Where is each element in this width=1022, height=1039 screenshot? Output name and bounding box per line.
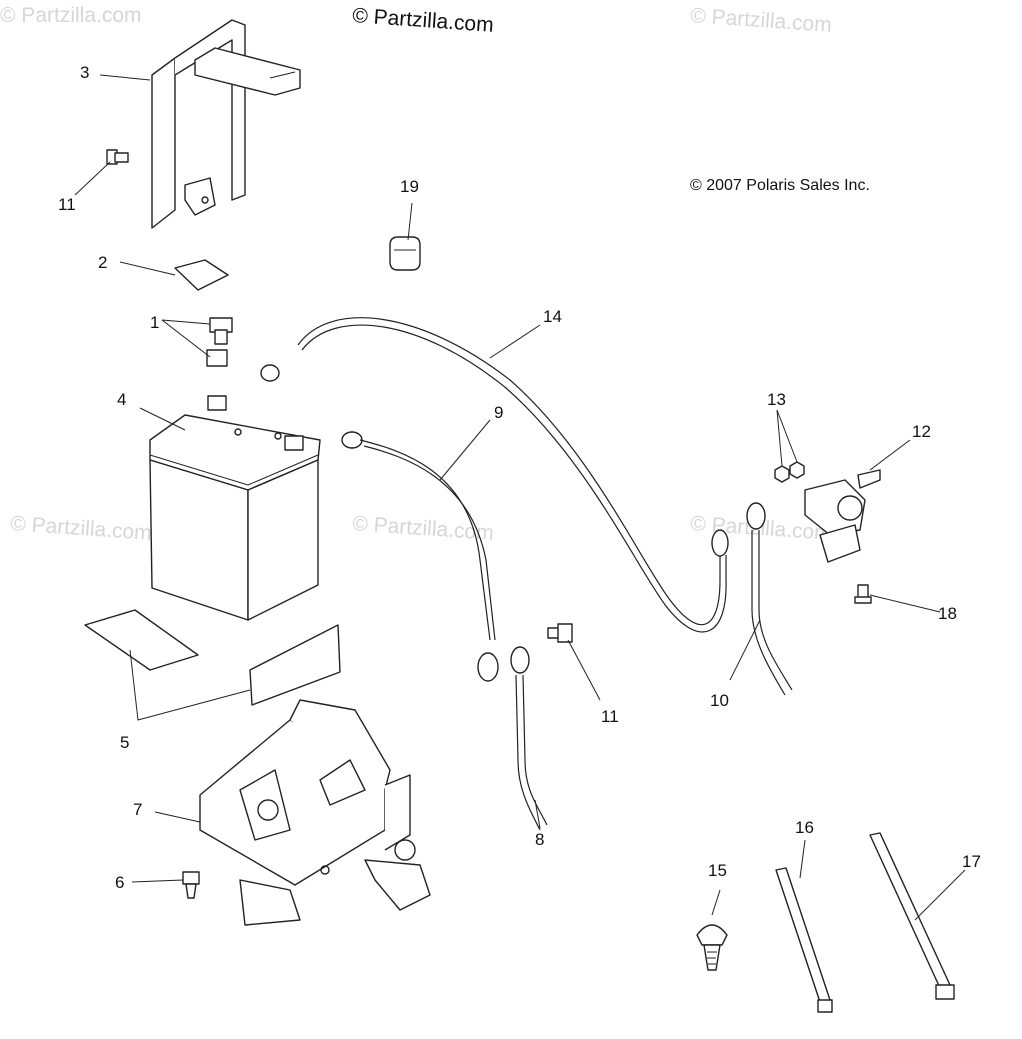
callout-11-bottom: 11 bbox=[601, 707, 619, 726]
part-16-cable-tie bbox=[775, 867, 833, 1013]
callout-6: 6 bbox=[115, 873, 124, 892]
part-9-cable bbox=[341, 431, 499, 682]
watermarks: © Partzilla.com © Partzilla.com © Partzi… bbox=[0, 4, 832, 545]
copyright-text: © 2007 Polaris Sales Inc. bbox=[690, 177, 870, 194]
part-12-relay bbox=[804, 469, 881, 563]
part-14-cable bbox=[260, 317, 729, 633]
part-11-bolt-top bbox=[106, 149, 129, 165]
callout-18: 18 bbox=[938, 604, 957, 623]
callout-9: 9 bbox=[494, 403, 503, 422]
callout-10: 10 bbox=[710, 691, 729, 710]
watermark-mid-left: © Partzilla.com bbox=[10, 512, 153, 545]
callout-12: 12 bbox=[912, 422, 931, 441]
part-15-clip bbox=[696, 924, 728, 971]
part-19-grommet bbox=[389, 236, 421, 271]
callout-7: 7 bbox=[133, 800, 142, 819]
callout-3: 3 bbox=[80, 63, 89, 82]
part-3-bracket bbox=[151, 19, 301, 229]
part-5-decal-a bbox=[84, 609, 199, 671]
callout-8: 8 bbox=[535, 830, 544, 849]
callout-17: 17 bbox=[962, 852, 981, 871]
callout-4: 4 bbox=[117, 390, 126, 409]
part-8-cable bbox=[510, 646, 548, 831]
part-11-bolt-bottom bbox=[547, 623, 573, 643]
callout-labels: 1 2 3 4 5 6 7 8 9 10 11 11 12 13 14 15 1… bbox=[58, 63, 981, 892]
part-4-battery bbox=[149, 395, 321, 621]
part-2-decal bbox=[174, 259, 229, 291]
part-18-bolt bbox=[854, 584, 872, 604]
part-5-decal-b bbox=[249, 624, 341, 706]
watermark-top-right: © Partzilla.com bbox=[690, 4, 833, 37]
callout-5: 5 bbox=[120, 733, 129, 752]
callout-19: 19 bbox=[400, 177, 419, 196]
part-17-cable-tie bbox=[869, 832, 955, 1000]
part-7-battery-tray bbox=[199, 699, 431, 926]
watermark-top-left: © Partzilla.com bbox=[0, 4, 142, 27]
part-13-nuts bbox=[774, 461, 805, 483]
callout-13: 13 bbox=[767, 390, 786, 409]
callout-14: 14 bbox=[543, 307, 562, 326]
callout-2: 2 bbox=[98, 253, 107, 272]
watermark-top-center: © Partzilla.com bbox=[352, 4, 495, 37]
callout-15: 15 bbox=[708, 861, 727, 880]
callout-11-top: 11 bbox=[58, 195, 76, 214]
leader-lines bbox=[74, 74, 966, 921]
part-10-cable bbox=[746, 502, 793, 696]
callout-16: 16 bbox=[795, 818, 814, 837]
callout-1: 1 bbox=[150, 313, 159, 332]
part-6-bolt bbox=[182, 871, 200, 899]
part-1-hardware bbox=[206, 317, 233, 367]
